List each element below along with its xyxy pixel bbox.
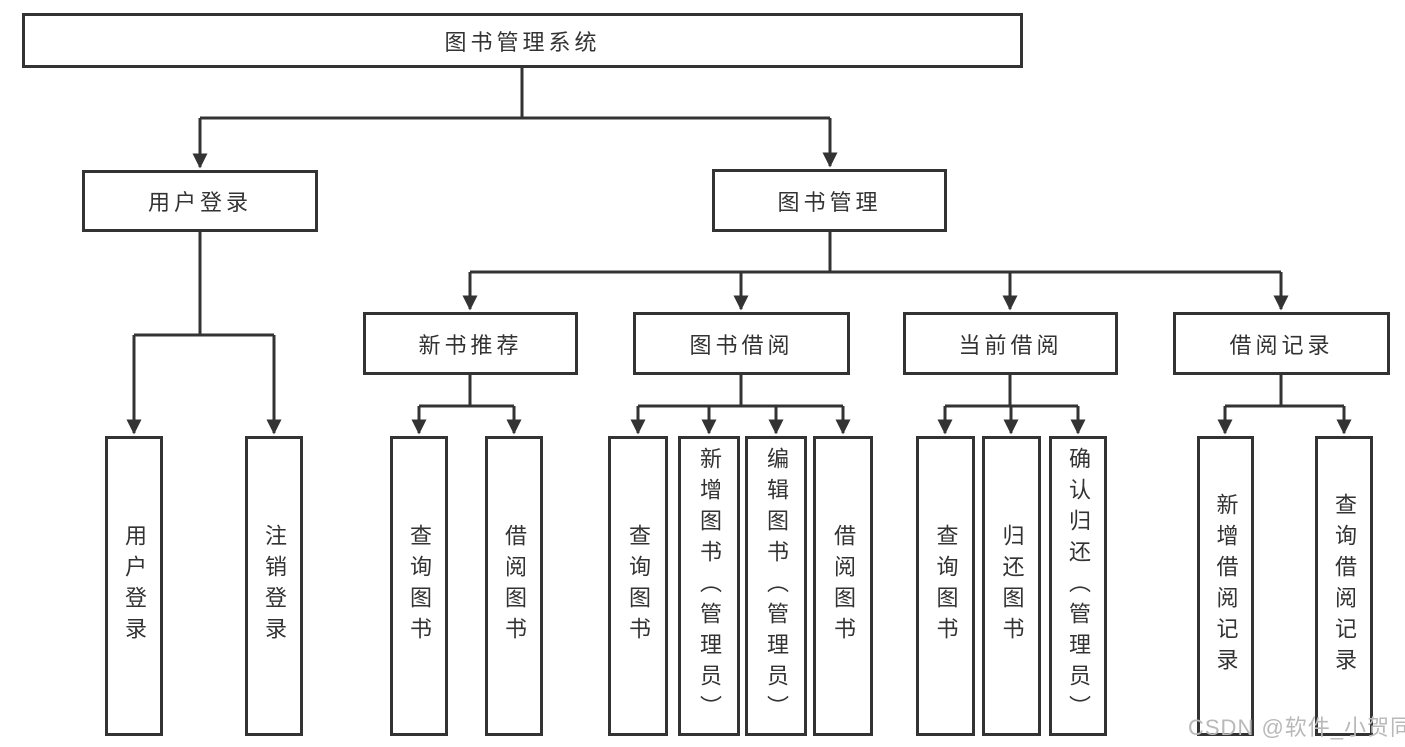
node-recommend-query-books-label: 查询图书	[407, 524, 432, 648]
node-current-return-books: 归还图书	[982, 436, 1041, 736]
node-borrowing-borrow-books: 借阅图书	[813, 436, 873, 736]
node-current-query-books: 查询图书	[916, 436, 975, 736]
node-new-book-recommend: 新书推荐	[363, 312, 578, 375]
node-login-label: 用户登录	[122, 524, 147, 648]
node-book-management: 图书管理	[712, 169, 947, 232]
node-current-return-books-label: 归还图书	[999, 524, 1025, 648]
node-user-login: 用户登录	[82, 170, 318, 232]
node-login: 用户登录	[105, 436, 163, 736]
node-root: 图书管理系统	[22, 13, 1023, 68]
node-recommend-borrow-books-label: 借阅图书	[502, 524, 527, 648]
node-borrowing-edit-books-label: 编辑图书（管理员）	[764, 446, 789, 726]
node-recommend-query-books: 查询图书	[390, 436, 448, 736]
node-records-query-record: 查询借阅记录	[1315, 436, 1373, 736]
node-current-confirm-return: 确认归还（管理员）	[1049, 436, 1107, 736]
node-borrowing-records: 借阅记录	[1173, 312, 1390, 375]
node-logout: 注销登录	[245, 436, 303, 736]
node-borrowing-add-books: 新增图书（管理员）	[678, 436, 740, 736]
node-current-confirm-return-label: 确认归还（管理员）	[1066, 446, 1091, 726]
node-current-borrowing: 当前借阅	[903, 312, 1118, 375]
node-borrowing-borrow-books-label: 借阅图书	[831, 524, 856, 648]
node-current-query-books-label: 查询图书	[933, 524, 959, 648]
node-records-query-record-label: 查询借阅记录	[1332, 493, 1357, 679]
node-records-add-record: 新增借阅记录	[1197, 436, 1254, 736]
node-borrowing-query-books: 查询图书	[608, 436, 668, 736]
node-borrowing-query-books-label: 查询图书	[626, 524, 651, 648]
node-borrowing-add-books-label: 新增图书（管理员）	[697, 446, 722, 726]
node-borrowing-edit-books: 编辑图书（管理员）	[745, 436, 807, 736]
node-records-add-record-label: 新增借阅记录	[1213, 493, 1239, 679]
node-book-borrowing: 图书借阅	[633, 312, 850, 375]
node-logout-label: 注销登录	[262, 524, 287, 648]
node-recommend-borrow-books: 借阅图书	[485, 436, 543, 736]
